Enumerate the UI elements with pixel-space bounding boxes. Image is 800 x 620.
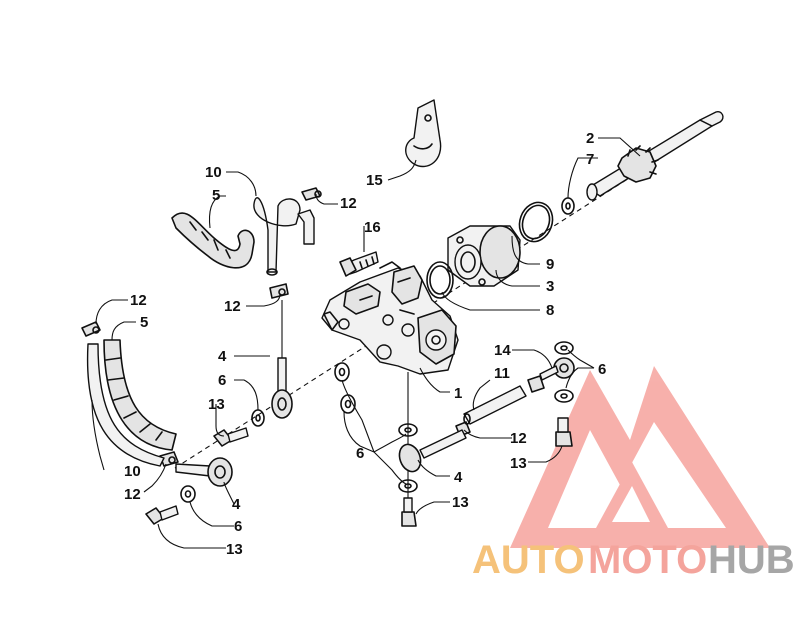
lower-hose-10-part xyxy=(86,343,165,467)
drive-shaft-part xyxy=(586,110,724,201)
watermark-logo xyxy=(510,366,770,548)
watermark-auto: AUTO xyxy=(472,538,585,582)
fitting-4-lower-part xyxy=(175,457,233,487)
callout-6-upper: 6 xyxy=(218,372,226,389)
clip-12-lowerleft-part xyxy=(159,451,179,467)
callout-6-lower: 6 xyxy=(234,518,242,535)
callout-14: 14 xyxy=(494,342,511,359)
callout-13-center: 13 xyxy=(452,494,469,511)
clip-12-upper-part xyxy=(301,187,322,201)
callout-10-upper: 10 xyxy=(205,164,222,181)
fitting-4-center-part xyxy=(398,429,467,473)
clip-12-left-part xyxy=(81,321,101,337)
o-ring-9-part xyxy=(518,201,554,243)
callout-12-left: 12 xyxy=(130,292,147,309)
clip-12-bracket-part xyxy=(527,375,545,393)
callout-13-upper: 13 xyxy=(208,396,225,413)
callout-10-lower: 10 xyxy=(124,463,141,480)
callout-7: 7 xyxy=(586,151,594,168)
fitting-14-part xyxy=(539,357,575,381)
upper-hose-10-part xyxy=(253,197,315,276)
callout-4-center: 4 xyxy=(454,469,463,486)
callout-4-upper: 4 xyxy=(218,348,227,365)
callout-15: 15 xyxy=(366,172,383,189)
callout-13-lower: 13 xyxy=(226,541,243,558)
o-ring-8-part xyxy=(426,261,454,299)
callout-1: 1 xyxy=(454,385,462,402)
clamp-15-part xyxy=(405,99,442,168)
callout-6-center: 6 xyxy=(356,445,364,462)
watermark-hub: HUB xyxy=(708,538,795,582)
fitting-4-upper-part xyxy=(271,357,293,419)
housing-3-part xyxy=(447,225,521,287)
callout-12-right: 12 xyxy=(510,430,527,447)
callout-6-right: 6 xyxy=(598,361,606,378)
callout-5-left: 5 xyxy=(140,314,148,331)
tube-11-part xyxy=(463,385,527,425)
bolt-16-part xyxy=(339,251,379,277)
oil-pump-1-part xyxy=(321,261,459,375)
callout-11: 11 xyxy=(494,365,510,382)
callout-4-lower: 4 xyxy=(232,496,241,513)
callout-13-right: 13 xyxy=(510,455,527,472)
callout-8: 8 xyxy=(546,302,554,319)
upper-hose-5-part xyxy=(171,212,255,269)
callout-12-mid: 12 xyxy=(224,298,241,315)
bolts-13-part xyxy=(145,417,573,527)
callout-5-upper: 5 xyxy=(212,187,220,204)
callout-12-lower: 12 xyxy=(124,486,141,503)
leader-lines xyxy=(91,137,641,549)
callout-labels: 2 7 15 10 5 12 16 9 3 8 12 12 5 4 6 13 1… xyxy=(124,130,606,558)
watermark-moto: MOTO xyxy=(588,538,707,582)
callout-9: 9 xyxy=(546,256,554,273)
callout-16: 16 xyxy=(364,219,381,236)
callout-3: 3 xyxy=(546,278,554,295)
callout-12-upper: 12 xyxy=(340,195,357,212)
watermark-text: AUTO MOTO HUB xyxy=(472,538,795,582)
callout-2: 2 xyxy=(586,130,594,147)
washer-7-part xyxy=(561,197,575,215)
lower-hose-5-part xyxy=(103,339,177,451)
washers-6-part xyxy=(180,341,574,503)
clip-12-mid-part xyxy=(269,283,289,299)
